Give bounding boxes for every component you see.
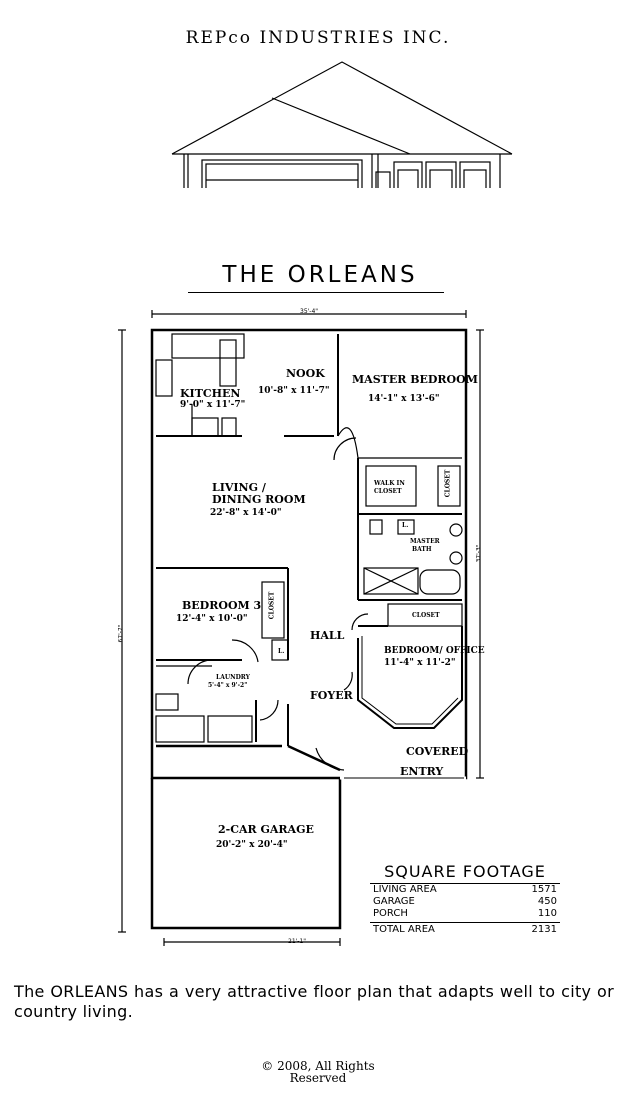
kitchen-label: KITCHEN bbox=[180, 387, 241, 400]
sqft-row-value: 110 bbox=[537, 908, 557, 919]
sqft-row-value: 1571 bbox=[531, 884, 557, 895]
bottom-width-dimension: 21'-1" bbox=[288, 938, 307, 945]
bedroom-office-size: 11'-4" x 11'-2" bbox=[384, 658, 456, 668]
master-closet-label: CLOSET bbox=[444, 469, 452, 498]
plan-description: The ORLEANS has a very attractive floor … bbox=[14, 982, 614, 1021]
house-elevation-drawing bbox=[171, 61, 513, 188]
kitchen-size: 9'-0" x 11'-7" bbox=[180, 400, 246, 410]
left-depth-dimension: 67'-7" bbox=[117, 624, 125, 643]
hall-linen-label: L. bbox=[278, 648, 285, 655]
copyright: © 2008, All Rights Reserved bbox=[0, 1060, 636, 1084]
title-underline bbox=[188, 292, 444, 293]
office-closet-label: CLOSET bbox=[412, 612, 440, 619]
bedroom3-closet-label: CLOSET bbox=[268, 591, 276, 620]
walk-in-closet-line1: WALK IN bbox=[374, 480, 405, 487]
sqft-total-value: 2131 bbox=[531, 924, 557, 935]
floor-plan: 35'-4" 21'-1" 67'-7" 37'-3" KITCHEN 9'-0… bbox=[112, 300, 492, 950]
plan-title: THE ORLEANS bbox=[222, 262, 418, 288]
master-bedroom-label: MASTER BEDROOM bbox=[352, 373, 478, 386]
floor-plan-walls bbox=[118, 310, 484, 946]
sqft-row: LIVING AREA 1571 bbox=[370, 884, 560, 896]
sqft-row-label: GARAGE bbox=[373, 896, 415, 907]
right-depth-dimension: 37'-3" bbox=[475, 544, 483, 563]
covered-entry-line2: ENTRY bbox=[400, 765, 444, 778]
walk-in-closet-line2: CLOSET bbox=[374, 488, 402, 495]
sqft-row-label: LIVING AREA bbox=[373, 884, 437, 895]
sqft-row-value: 450 bbox=[537, 896, 557, 907]
square-footage-title: SQUARE FOOTAGE bbox=[370, 862, 560, 884]
copyright-line1: © 2008, All Rights bbox=[261, 1059, 375, 1073]
company-name: REPco INDUSTRIES INC. bbox=[185, 28, 451, 48]
bedroom-office-label: BEDROOM/ OFFICE bbox=[384, 646, 485, 656]
nook-size: 10'-8" x 11'-7" bbox=[258, 386, 330, 396]
garage-size: 20'-2" x 20'-4" bbox=[216, 840, 288, 850]
covered-entry-line1: COVERED bbox=[406, 745, 469, 758]
top-width-dimension: 35'-4" bbox=[300, 308, 319, 315]
bedroom3-size: 12'-4" x 10'-0" bbox=[176, 614, 248, 624]
living-label-line1: LIVING / bbox=[212, 481, 266, 494]
bedroom3-label: BEDROOM 3 bbox=[182, 599, 262, 612]
laundry-label: LAUNDRY bbox=[216, 674, 250, 681]
hall-label: HALL bbox=[310, 629, 345, 642]
square-footage-table: SQUARE FOOTAGE LIVING AREA 1571 GARAGE 4… bbox=[370, 862, 560, 936]
master-linen-label: L. bbox=[402, 522, 409, 529]
copyright-line2: Reserved bbox=[289, 1071, 347, 1085]
garage-label: 2-CAR GARAGE bbox=[218, 823, 314, 836]
sqft-row: PORCH 110 bbox=[370, 908, 560, 920]
nook-label: NOOK bbox=[286, 367, 325, 380]
living-label-line2: DINING ROOM bbox=[212, 493, 306, 506]
sqft-row: GARAGE 450 bbox=[370, 896, 560, 908]
sqft-total-label: TOTAL AREA bbox=[373, 924, 435, 935]
laundry-size: 5'-4" x 9'-2" bbox=[208, 682, 248, 689]
foyer-label: FOYER bbox=[310, 689, 353, 702]
sqft-total-row: TOTAL AREA 2131 bbox=[370, 922, 560, 936]
master-bath-line1: MASTER bbox=[410, 538, 440, 545]
master-bedroom-size: 14'-1" x 13'-6" bbox=[368, 394, 440, 404]
sqft-row-label: PORCH bbox=[373, 908, 408, 919]
master-bath-line2: BATH bbox=[412, 546, 432, 553]
living-size: 22'-8" x 14'-0" bbox=[210, 508, 282, 518]
